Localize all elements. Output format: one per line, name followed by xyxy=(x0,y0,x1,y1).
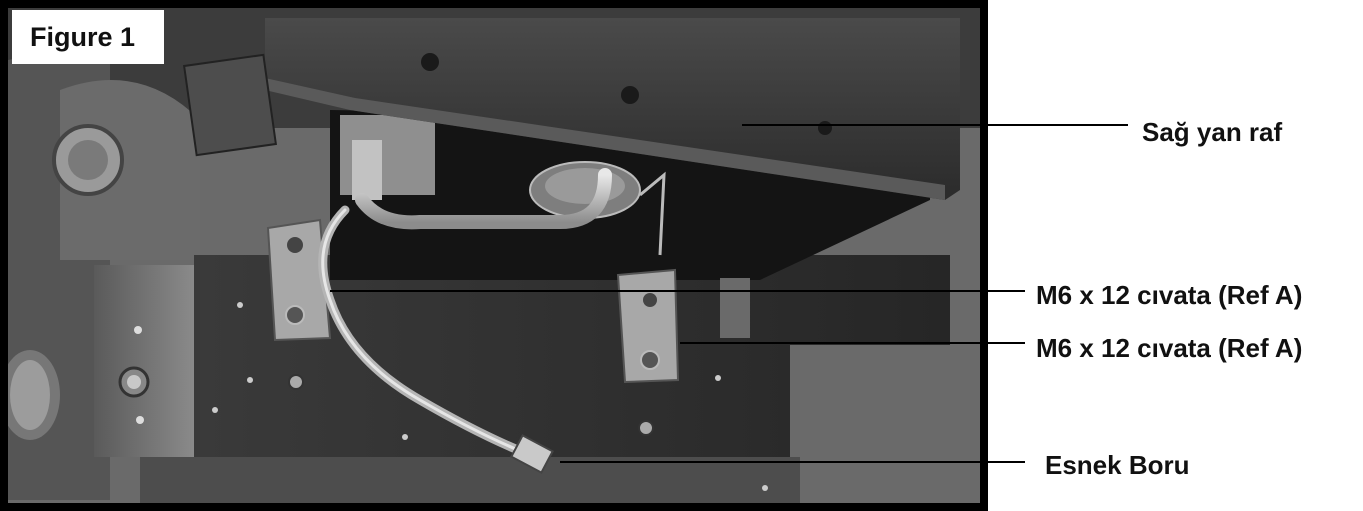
photo-frame xyxy=(0,0,988,511)
callout-right-side-shelf: Sağ yan raf xyxy=(1142,117,1283,147)
product-photo xyxy=(8,8,980,504)
callout-bolt-right: M6 x 12 cıvata (Ref A) xyxy=(1036,333,1303,363)
callout-bolt-left: M6 x 12 cıvata (Ref A) xyxy=(1036,280,1303,310)
figure-tag: Figure 1 xyxy=(12,10,164,64)
callout-flex-hose: Esnek Boru xyxy=(1045,450,1190,480)
leader-lines xyxy=(330,124,1128,463)
